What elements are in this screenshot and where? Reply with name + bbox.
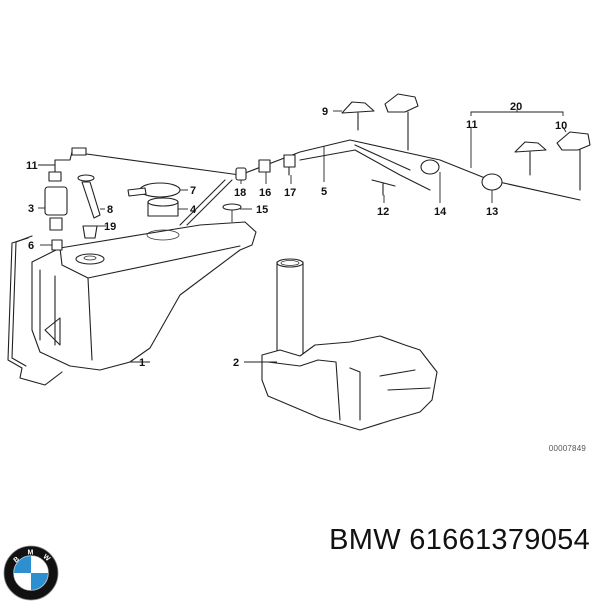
valve-13 bbox=[481, 173, 503, 191]
level-sensor-8 bbox=[77, 174, 101, 219]
parts-diagram: 1 2 3 4 5 6 7 8 9 10 11 11 12 13 14 15 1… bbox=[7, 93, 591, 431]
callout-6: 6 bbox=[28, 240, 34, 252]
clip-15 bbox=[222, 203, 242, 222]
callout-14: 14 bbox=[434, 206, 447, 218]
callout-10: 10 bbox=[555, 120, 567, 132]
logo-letter-b: B bbox=[13, 556, 21, 565]
callout-18: 18 bbox=[234, 187, 246, 199]
callout-16: 16 bbox=[259, 187, 271, 199]
callout-17: 17 bbox=[284, 187, 296, 199]
nozzle-b bbox=[514, 141, 547, 176]
cap-7 bbox=[127, 182, 181, 198]
logo-letter-m: M bbox=[28, 550, 34, 557]
callout-3: 3 bbox=[28, 203, 34, 215]
callout-12: 12 bbox=[377, 206, 389, 218]
pump-3 bbox=[44, 147, 241, 231]
callout-7: 7 bbox=[190, 185, 196, 197]
valve-14 bbox=[420, 159, 440, 175]
nozzle-heated-a bbox=[384, 93, 419, 151]
clip-17 bbox=[283, 154, 296, 176]
callout-1: 1 bbox=[139, 357, 145, 369]
strainer-4 bbox=[146, 197, 180, 241]
nozzle-10 bbox=[556, 131, 591, 191]
nozzle-9 bbox=[341, 101, 375, 131]
washer-tank-1 bbox=[7, 221, 257, 386]
washer-tank-2 bbox=[261, 258, 438, 431]
grommet-6 bbox=[51, 239, 63, 251]
part-number-label: BMW 61661379054 bbox=[329, 524, 590, 556]
logo-letter-w: W bbox=[41, 553, 51, 563]
t-connector-12 bbox=[371, 179, 396, 196]
logo-quadrant-blue-tl bbox=[14, 556, 31, 573]
leader-lines bbox=[38, 109, 567, 363]
callout-2: 2 bbox=[233, 357, 239, 369]
bmw-roundel-icon: B M W bbox=[3, 545, 59, 601]
callout-4: 4 bbox=[190, 204, 197, 216]
logo-quadrant-blue-br bbox=[31, 573, 48, 590]
callout-9: 9 bbox=[322, 106, 328, 118]
callout-11-right: 11 bbox=[466, 119, 478, 131]
callout-20: 20 bbox=[510, 101, 522, 113]
clip-16 bbox=[258, 159, 271, 173]
callout-15: 15 bbox=[256, 204, 268, 216]
callout-11-left: 11 bbox=[26, 160, 38, 172]
callout-19: 19 bbox=[104, 221, 116, 233]
grommet-19 bbox=[82, 225, 98, 239]
drawing-number: 00007849 bbox=[548, 444, 586, 453]
callout-5: 5 bbox=[321, 186, 327, 198]
clip-18 bbox=[235, 167, 247, 181]
callout-13: 13 bbox=[486, 206, 498, 218]
callout-8: 8 bbox=[107, 204, 113, 216]
